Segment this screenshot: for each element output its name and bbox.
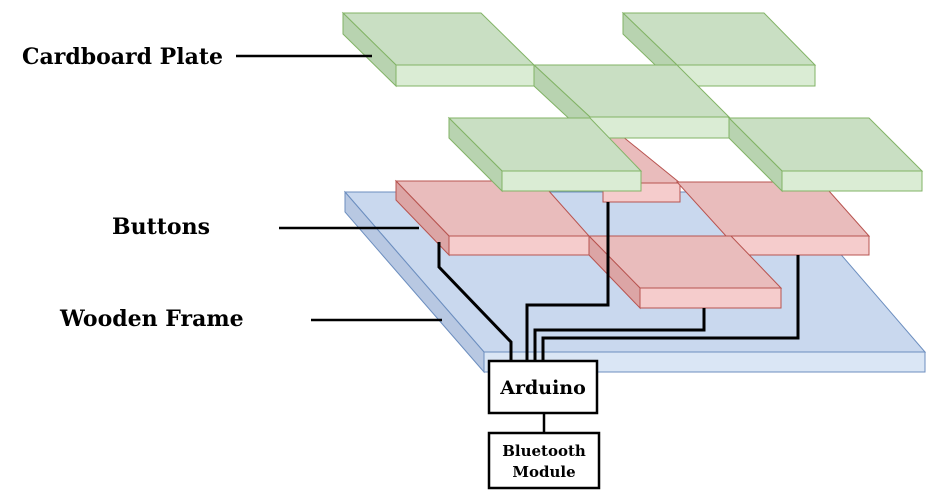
bluetooth-label-line1: Bluetooth xyxy=(502,442,586,460)
wires xyxy=(437,202,800,360)
cardboard-plate-label: Cardboard Plate xyxy=(22,44,223,70)
arduino-label: Arduino xyxy=(499,377,586,399)
button-front xyxy=(587,234,783,310)
plate-front-right xyxy=(727,116,924,193)
wooden-frame-label: Wooden Frame xyxy=(60,306,244,332)
plate-front-left xyxy=(447,116,643,193)
buttons-label: Buttons xyxy=(112,214,210,240)
bluetooth-label-line2: Module xyxy=(512,463,575,481)
arduino-box: Arduino xyxy=(487,359,599,415)
plate-back-left xyxy=(341,11,536,88)
bluetooth-module-box: Bluetooth Module xyxy=(487,431,601,490)
